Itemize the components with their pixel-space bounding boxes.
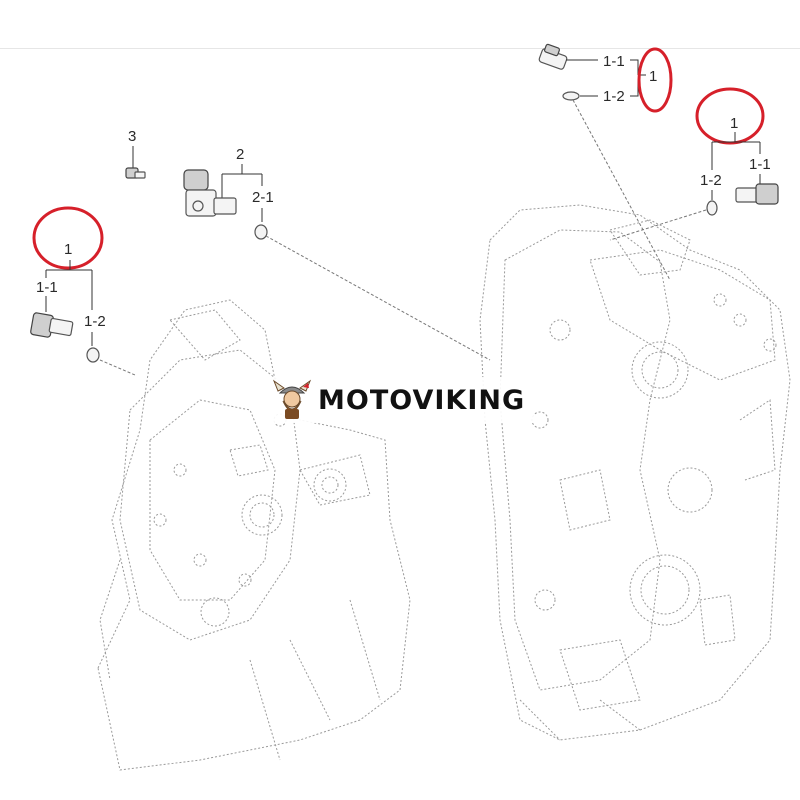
top-sensor-highlight-circle xyxy=(637,47,673,113)
right-sensor-main-label: 1 xyxy=(730,115,738,132)
top-sensor-sub-b-label: 1-2 xyxy=(603,88,625,105)
top-sensor-part xyxy=(538,43,598,70)
right-sensor-sub-a-label: 1-1 xyxy=(749,156,771,173)
watermark-banner: MOTOVIKING xyxy=(262,377,534,423)
right-sensor-sub-b-label: 1-2 xyxy=(700,172,722,189)
watermark-brand-text: MOTOVIKING xyxy=(318,384,526,416)
elbow-sensor-main-label: 2 xyxy=(236,146,244,163)
bolt-assembly: 3 xyxy=(125,128,146,179)
top-sensor-assembly: 1-1 1-2 1 xyxy=(538,43,673,281)
top-oring-part xyxy=(562,91,598,101)
left-sensor-assembly: 1 1-1 1-2 xyxy=(30,206,136,376)
elbow-sensor-sub-label: 2-1 xyxy=(252,189,274,206)
left-sensor-highlight-circle xyxy=(32,206,104,270)
left-oring-part xyxy=(86,347,100,363)
bolt-main-label: 3 xyxy=(128,128,136,145)
right-oring-part xyxy=(706,200,718,216)
left-sensor-sub-b-label: 1-2 xyxy=(84,313,106,330)
transmission-housing xyxy=(97,204,791,771)
left-sensor-sub-a-label: 1-1 xyxy=(36,279,58,296)
top-divider xyxy=(0,48,800,49)
top-sensor-sub-a-label: 1-1 xyxy=(603,53,625,70)
right-sensor-assembly: 1 1-1 1-2 xyxy=(609,87,779,241)
right-sensor-highlight-circle xyxy=(695,87,765,145)
top-sensor-main-label: 1 xyxy=(649,68,657,85)
bolt-part xyxy=(125,167,146,179)
elbow-oring-part xyxy=(254,224,268,240)
left-sensor-main-label: 1 xyxy=(64,241,72,258)
elbow-sensor-part xyxy=(183,169,237,217)
elbow-sensor-assembly: 2 2-1 xyxy=(183,146,491,361)
left-sensor-part xyxy=(30,312,74,338)
right-sensor-part xyxy=(735,183,779,205)
viking-logo-icon xyxy=(272,379,312,419)
